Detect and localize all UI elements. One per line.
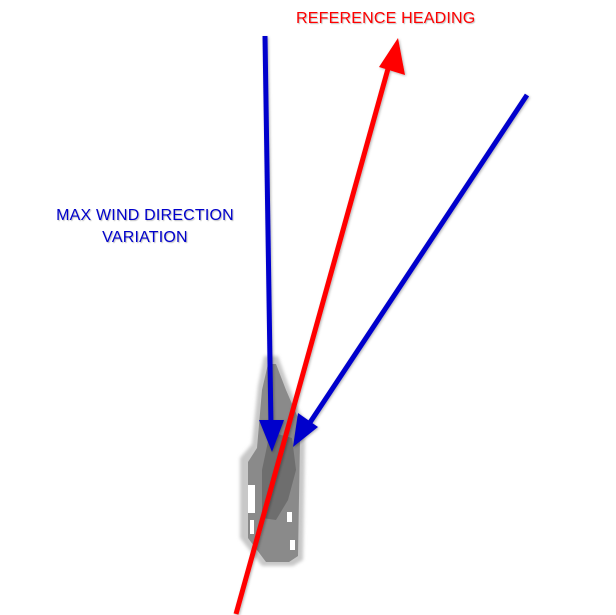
max-wind-direction-label-line1: MAX WIND DIRECTION — [56, 207, 234, 224]
wind-direction-line-left — [262, 35, 274, 429]
max-wind-direction-label: MAX WIND DIRECTION VARIATION — [0, 205, 290, 249]
wind-direction-arrowhead-right — [293, 413, 318, 447]
reference-heading-arrow — [233, 38, 405, 615]
vessel-detail — [287, 512, 292, 522]
vessel-detail — [290, 540, 295, 550]
reference-heading-label: REFERENCE HEADING — [296, 10, 476, 27]
vessel-detail — [250, 520, 254, 534]
reference-heading-arrowhead — [379, 38, 405, 75]
reference-heading-line — [233, 57, 394, 615]
wind-direction-line-right — [306, 93, 530, 426]
wind-direction-arrowhead-left — [259, 420, 284, 452]
max-wind-direction-label-line2: VARIATION — [102, 229, 188, 246]
wind-direction-arrows — [259, 35, 530, 452]
vessel-detail — [248, 485, 255, 513]
